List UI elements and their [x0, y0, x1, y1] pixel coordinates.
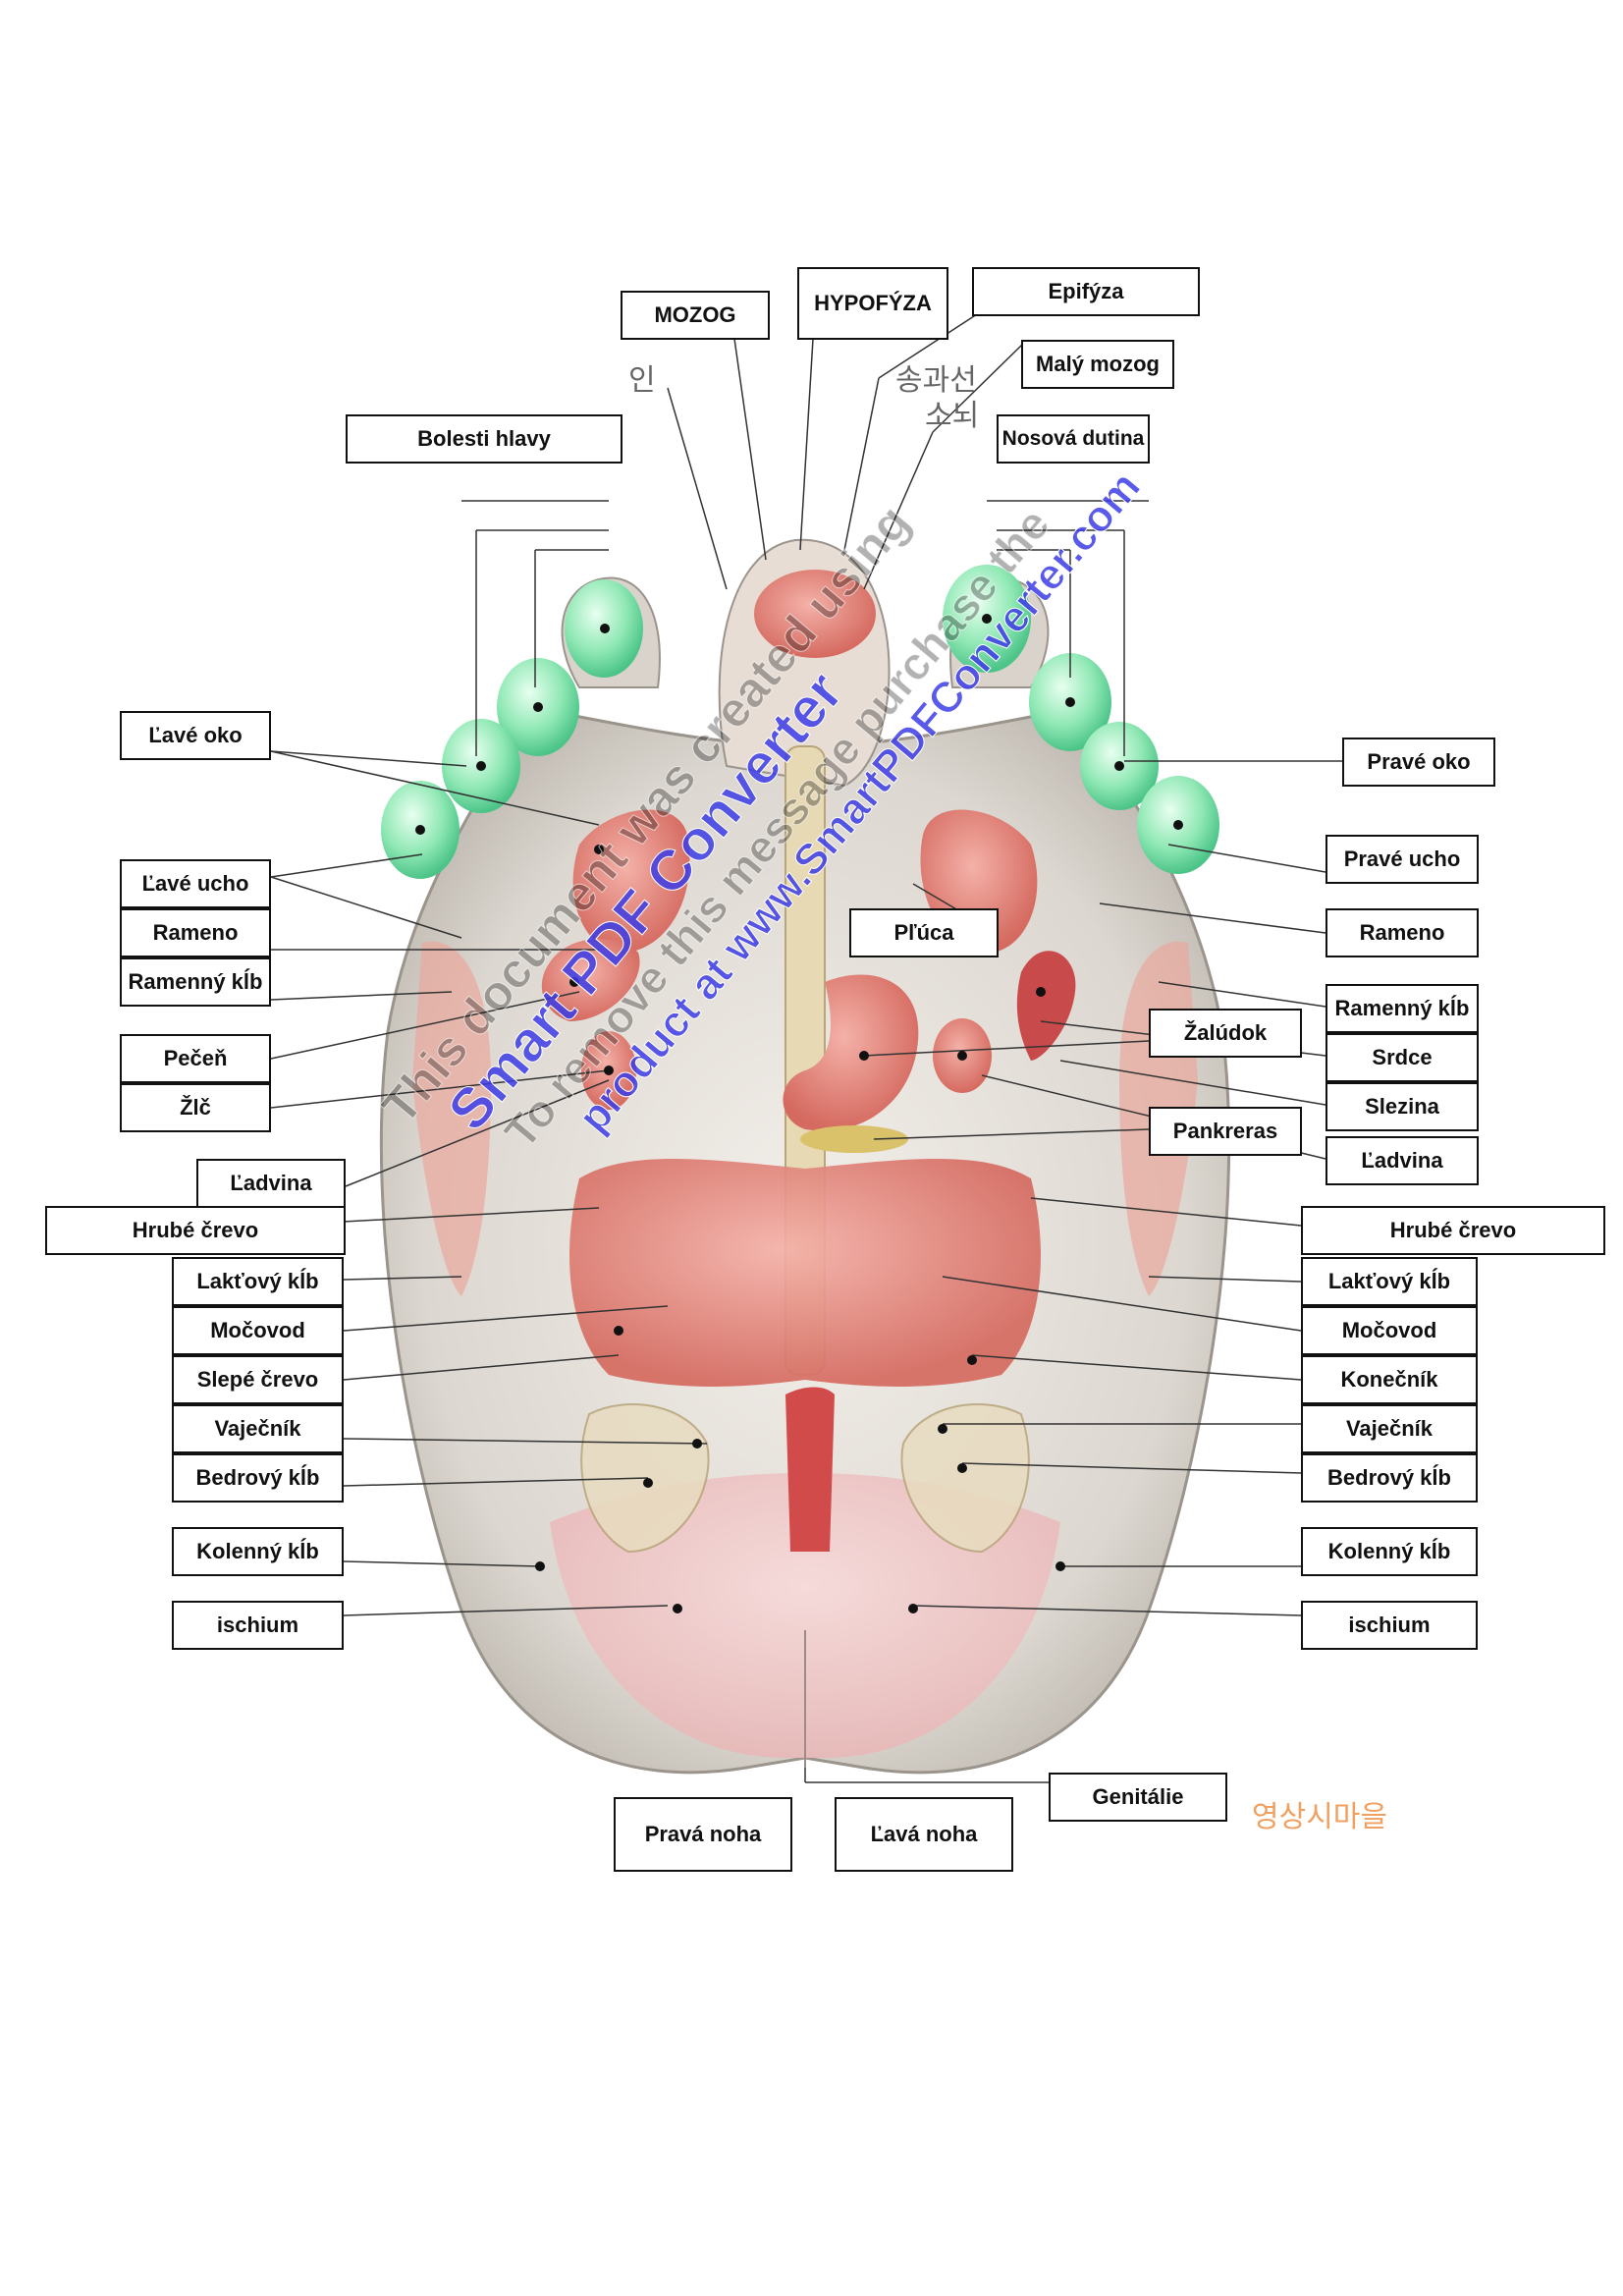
marker-dots: [415, 614, 1183, 1613]
label-mozog: MOZOG: [621, 291, 770, 340]
korean-label-songgwaseon: 송과선: [895, 363, 977, 398]
arm-left: [412, 941, 491, 1296]
label-hrube-crevo-right: Hrubé črevo: [1301, 1206, 1605, 1255]
label-bedrovy-kib-right: Bedrový kĺb: [1301, 1453, 1478, 1503]
label-pankreras: Pankreras: [1149, 1107, 1302, 1156]
korean-label-sonoe: 소뇌: [925, 399, 980, 433]
label-slezina: Slezina: [1325, 1082, 1479, 1131]
label-ramenny-kib-right: Ramenný kĺb: [1325, 984, 1479, 1033]
label-slepe-crevo: Slepé črevo: [172, 1355, 344, 1404]
label-kolenny-kib-right: Kolenný kĺb: [1301, 1527, 1478, 1576]
pancreas: [800, 1125, 908, 1153]
intestines: [569, 1159, 1041, 1387]
label-ladvina-right: Ľadvina: [1325, 1136, 1479, 1185]
label-epifyza: Epifýza: [972, 267, 1200, 316]
label-genitalie: Genitálie: [1049, 1773, 1227, 1822]
brain-shape: [754, 570, 876, 658]
label-hrube-crevo-left: Hrubé črevo: [45, 1206, 346, 1255]
label-rameno-right: Rameno: [1325, 908, 1479, 957]
label-ischium-left: ischium: [172, 1601, 344, 1650]
korean-studio-logo: 영상시마을: [1252, 1800, 1387, 1834]
label-pluca: Pľúca: [849, 908, 999, 957]
label-zaludok: Žalúdok: [1149, 1009, 1302, 1058]
label-ramenny-kib-left: Ramenný kĺb: [120, 957, 271, 1007]
lung-left: [572, 809, 690, 954]
label-mocovod-left: Močovod: [172, 1306, 344, 1355]
leader-lines: [270, 313, 1342, 1783]
liver: [541, 939, 640, 1021]
label-zlc: Žlč: [120, 1083, 271, 1132]
label-maly-mozog: Malý mozog: [1021, 340, 1174, 389]
label-bolesti-hlavy: Bolesti hlavy: [346, 414, 622, 464]
label-lava-noha: Ľavá noha: [835, 1797, 1013, 1872]
label-kolenny-kib-left: Kolenný kĺb: [172, 1527, 344, 1576]
label-mocovod-right: Močovod: [1301, 1306, 1478, 1355]
label-nosova-dutina: Nosová dutina: [997, 414, 1150, 464]
pelvis-right: [900, 1403, 1030, 1554]
label-prava-noha: Pravá noha: [614, 1797, 792, 1872]
label-lave-oko: Ľavé oko: [120, 711, 271, 760]
label-rameno-left: Rameno: [120, 908, 271, 957]
label-vajecnik-left: Vaječník: [172, 1404, 344, 1453]
label-ischium-right: ischium: [1301, 1601, 1478, 1650]
heart: [1016, 951, 1076, 1061]
label-hypofyza: HYPOFÝZA: [797, 267, 948, 340]
label-pecen: Pečeň: [120, 1034, 271, 1083]
label-bedrovy-kib-left: Bedrový kĺb: [172, 1453, 344, 1503]
label-ladvina-left: Ľadvina: [196, 1159, 346, 1208]
korean-label-in: 인: [628, 363, 656, 398]
heel-region: [550, 1473, 1060, 1758]
label-prave-ucho: Pravé ucho: [1325, 835, 1479, 884]
stomach: [783, 974, 919, 1131]
label-lave-ucho: Ľavé ucho: [120, 859, 271, 908]
label-laktovy-kib-right: Lakťový kĺb: [1301, 1257, 1478, 1306]
label-laktovy-kib-left: Lakťový kĺb: [172, 1257, 344, 1306]
label-konecnik: Konečník: [1301, 1355, 1478, 1404]
label-srdce: Srdce: [1325, 1033, 1479, 1082]
label-prave-oko: Pravé oko: [1342, 738, 1495, 787]
bladder-organ: [785, 1387, 835, 1552]
label-vajecnik-right: Vaječník: [1301, 1404, 1478, 1453]
